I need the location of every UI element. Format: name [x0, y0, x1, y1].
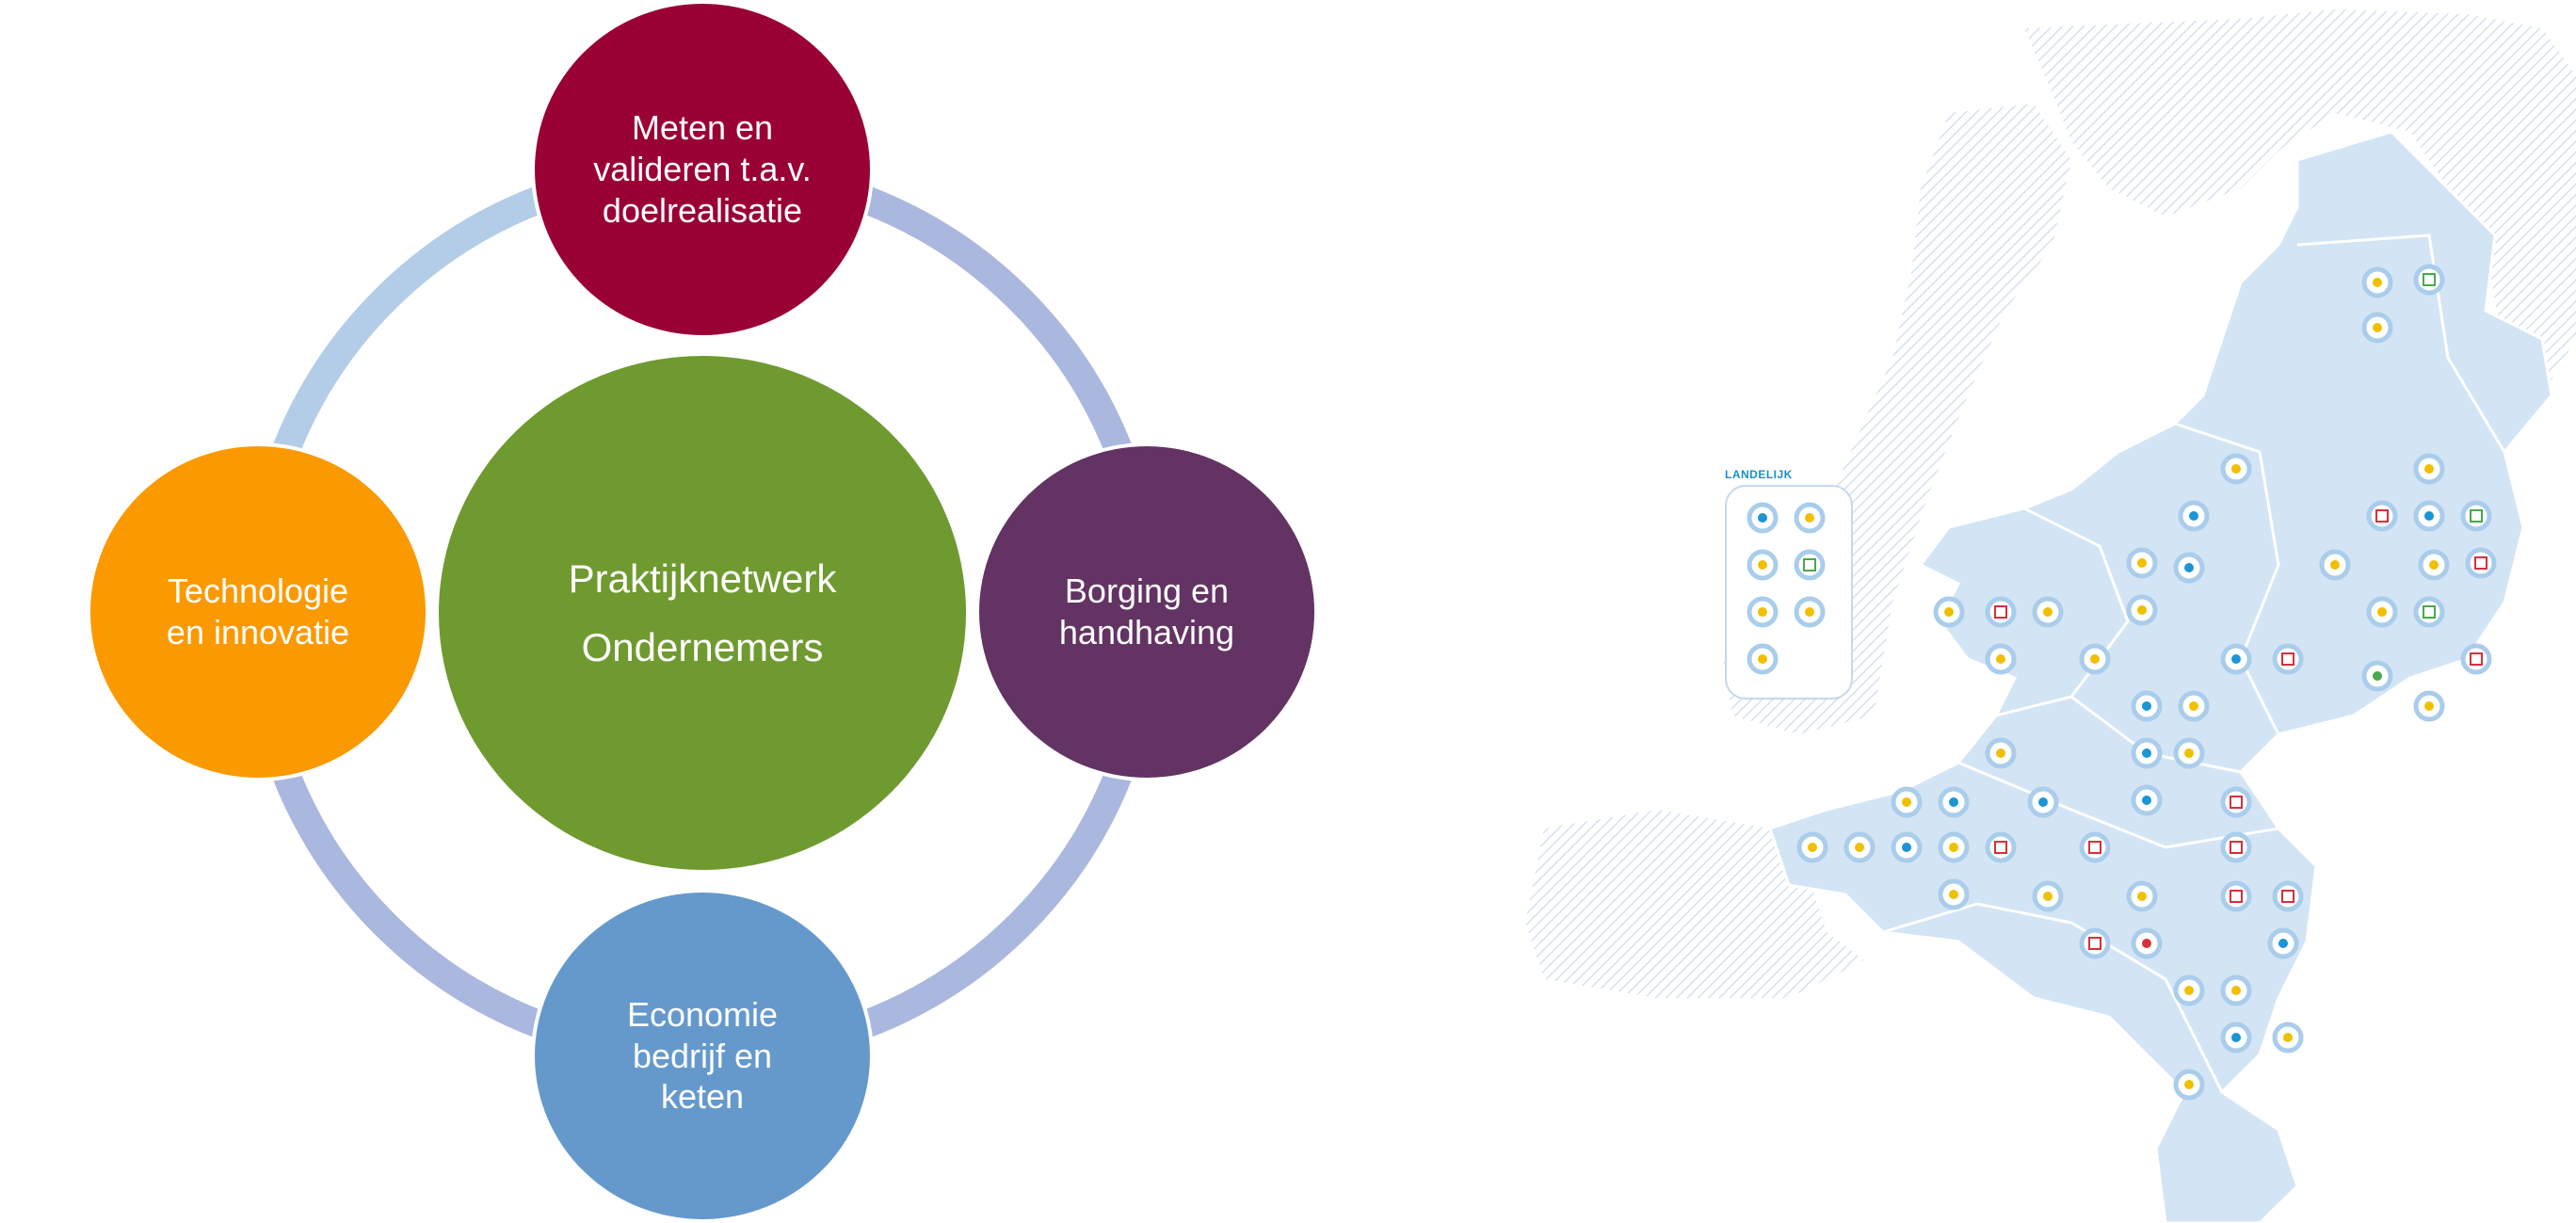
project-icon [1747, 643, 1779, 675]
project-icon [2413, 690, 2445, 722]
project-icon-cluster-east [2319, 453, 2497, 722]
ring-arc-bottom-right [860, 764, 1135, 1038]
island-2 [2090, 47, 2184, 94]
project-icon [1985, 831, 2017, 863]
project-icon [2220, 831, 2252, 863]
node-right-line-2: handhaving [1058, 613, 1235, 652]
project-icon [1938, 831, 1970, 863]
project-icon [2027, 786, 2059, 818]
project-icon [1891, 831, 1923, 863]
project-icon [2178, 690, 2210, 722]
network-diagram: Praktijknetwerk Ondernemers Meten en val… [87, 0, 1318, 1223]
project-icon [2032, 596, 2064, 628]
project-icon [2131, 737, 2163, 769]
project-icon [1796, 831, 1828, 863]
project-icon [2173, 552, 2205, 584]
project-icon [1794, 596, 1826, 628]
project-icon [2413, 500, 2445, 532]
project-icon [2079, 831, 2111, 863]
project-icon [1747, 549, 1779, 581]
project-icon [2173, 974, 2205, 1006]
project-icon [1891, 786, 1923, 818]
node-right-line-1: Borging en [1064, 571, 1230, 611]
node-top-line-3: doelrealisatie [602, 190, 803, 230]
project-icon [2361, 660, 2393, 692]
project-icon [2366, 596, 2398, 628]
project-icon [1938, 786, 1970, 818]
landelijk-label: LANDELIJK [1725, 468, 1793, 481]
node-meten-valideren: Meten en valideren t.a.v. doelrealisatie [531, 0, 874, 339]
project-icon [2220, 453, 2252, 485]
project-icon [2465, 547, 2497, 579]
project-icon [2032, 880, 2064, 912]
project-icon [2361, 266, 2393, 298]
project-icon [2413, 596, 2445, 628]
ring-arc-top-right [860, 185, 1135, 460]
project-icon-cluster-central [2126, 453, 2304, 722]
project-icon [2418, 549, 2450, 581]
project-icon [2079, 643, 2111, 675]
landelijk-icon-layer [1747, 502, 1826, 675]
project-icon [2413, 453, 2445, 485]
project-icon [2366, 500, 2398, 532]
project-icon [2319, 549, 2351, 581]
ring-arc-top-left [270, 185, 545, 460]
project-icon-cluster-north [2361, 264, 2445, 344]
center-line-1: Praktijknetwerk [568, 555, 837, 601]
project-icon [1938, 878, 1970, 910]
project-icon [2126, 547, 2158, 579]
project-icon [2361, 312, 2393, 344]
node-top-line-1: Meten en [631, 108, 774, 148]
project-icon [2173, 1069, 2205, 1101]
project-icon [2220, 786, 2252, 818]
ring-connectors [270, 185, 1135, 1038]
project-icon [2178, 500, 2210, 532]
project-icon [2131, 690, 2163, 722]
project-icon [2267, 927, 2299, 959]
project-icon [2131, 927, 2163, 959]
node-left-line-2: en innovatie [166, 613, 350, 652]
project-icon [1794, 549, 1826, 581]
project-icon [2126, 594, 2158, 626]
project-icons [1796, 264, 2497, 1101]
center-line-2: Ondernemers [581, 625, 824, 669]
project-icon [2220, 880, 2252, 912]
project-icon [2126, 880, 2158, 912]
project-icon [1794, 502, 1826, 534]
project-icon [2460, 500, 2492, 532]
project-icon [2173, 737, 2205, 769]
project-icon [2131, 784, 2163, 816]
project-icon [2460, 643, 2492, 675]
node-left-line-1: Technologie [167, 571, 349, 611]
project-icon [1933, 596, 1965, 628]
project-icon [2220, 1022, 2252, 1054]
project-icon [1985, 596, 2017, 628]
center-node: Praktijknetwerk Ondernemers [439, 356, 966, 870]
project-icon [2272, 880, 2304, 912]
node-bottom-line-1: Economie [626, 994, 779, 1034]
landelijk-panel [1725, 485, 1853, 700]
project-icon-cluster-south [1796, 737, 2304, 1101]
project-icon [2079, 927, 2111, 959]
node-top-line-2: valideren t.a.v. [593, 150, 812, 189]
node-economie-bedrijf-keten: Economie bedrijf en keten [531, 889, 874, 1223]
project-icon [1747, 596, 1779, 628]
project-icon [1843, 831, 1876, 863]
node-technologie-innovatie: Technologie en innovatie [87, 443, 429, 781]
project-icon [2272, 643, 2304, 675]
project-icon [2272, 1022, 2304, 1054]
project-icon [1985, 737, 2017, 769]
project-icon [2220, 974, 2252, 1006]
project-icon [2413, 264, 2445, 296]
node-borging-handhaving: Borging en handhaving [975, 443, 1318, 781]
node-bottom-line-3: keten [660, 1077, 745, 1117]
project-icon-cluster-west [1933, 596, 2205, 769]
ring-arc-bottom-left [270, 764, 545, 1038]
project-icon [2220, 643, 2252, 675]
project-icon [1985, 643, 2017, 675]
project-icon [1747, 502, 1779, 534]
island-1 [1940, 188, 2015, 245]
node-bottom-line-2: bedrijf en [632, 1036, 773, 1075]
landelijk-icons [1747, 502, 1826, 675]
